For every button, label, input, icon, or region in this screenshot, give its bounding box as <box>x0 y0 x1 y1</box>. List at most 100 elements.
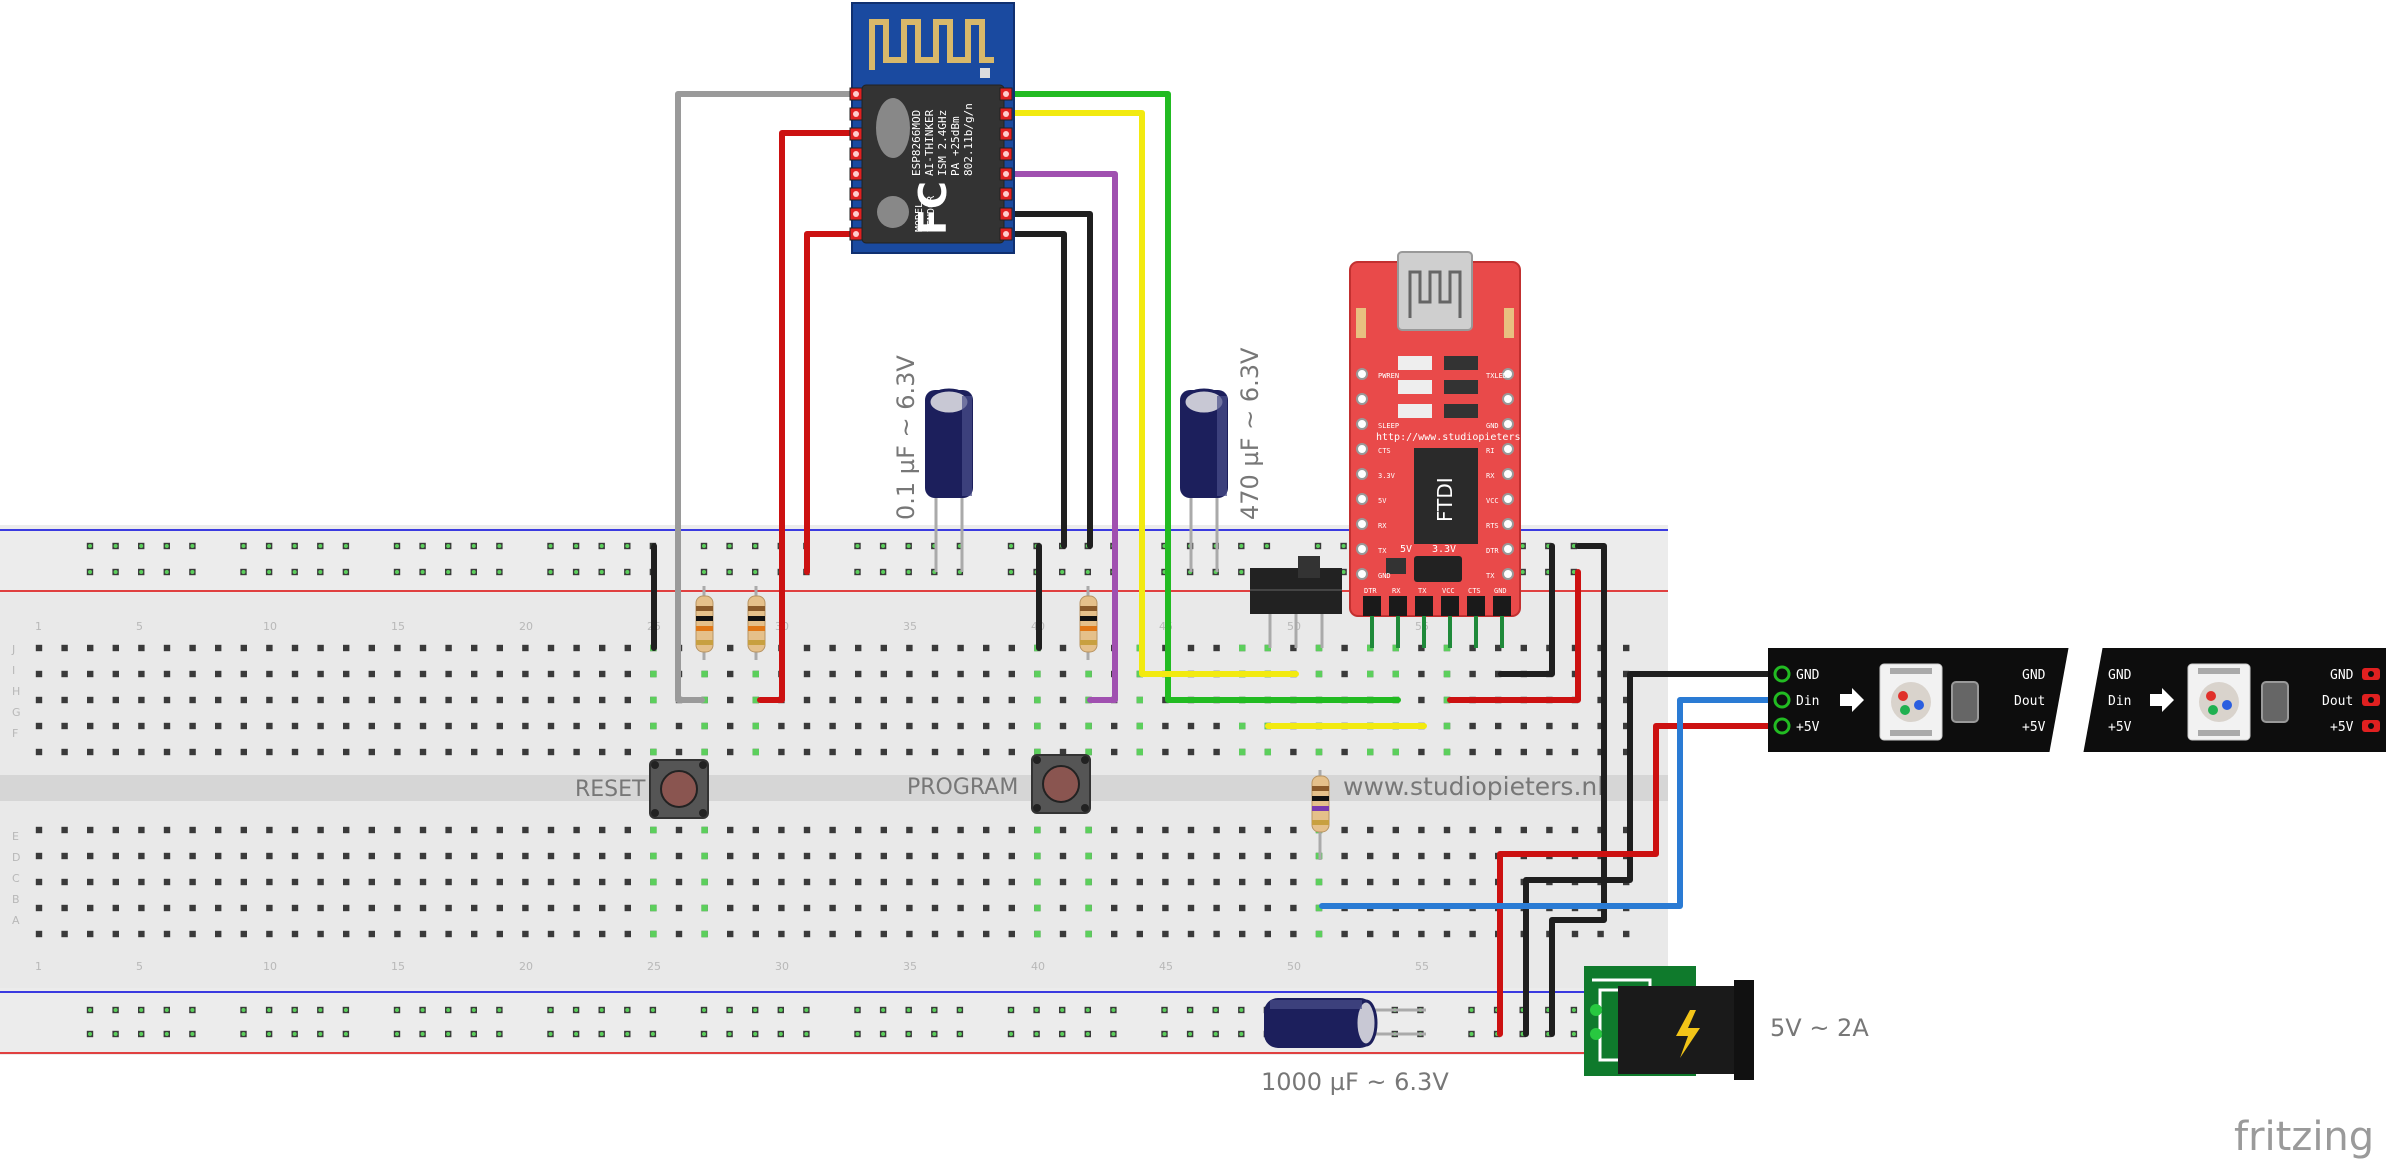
reset-button[interactable] <box>649 759 709 819</box>
col-number: 20 <box>519 620 533 633</box>
col-number: 1 <box>35 620 42 633</box>
rail-hole-highlight <box>292 1008 297 1012</box>
ftdi-pin-label: RX <box>1486 472 1495 480</box>
rail-hole-highlight <box>625 570 630 574</box>
breadboard-hole <box>87 852 94 860</box>
breadboard-hole <box>855 670 862 678</box>
breadboard-hole <box>1469 644 1476 652</box>
breadboard-hole <box>87 696 94 704</box>
breadboard-hole <box>701 930 708 938</box>
breadboard-hole <box>727 904 734 912</box>
breadboard-hole <box>343 748 350 756</box>
breadboard-hole <box>931 930 939 938</box>
breadboard-hole <box>419 852 427 860</box>
breadboard-hole <box>727 930 734 938</box>
resistor-smd <box>1951 681 1979 723</box>
breadboard-hole <box>1034 670 1041 678</box>
breadboard-hole <box>675 878 683 886</box>
breadboard-hole <box>317 930 324 938</box>
breadboard-hole <box>471 826 478 834</box>
breadboard-hole <box>1443 722 1451 730</box>
row-letter: F <box>12 727 18 740</box>
breadboard-hole <box>1392 852 1399 860</box>
breadboard-hole <box>138 696 145 704</box>
breadboard-hole <box>61 878 68 886</box>
breadboard-hole <box>573 670 580 678</box>
breadboard-hole <box>189 852 196 860</box>
breadboard-hole <box>573 852 580 860</box>
ftdi-pin-label: 5V <box>1378 497 1387 505</box>
rail-hole-highlight <box>855 570 860 574</box>
rail-hole-highlight <box>855 1008 860 1012</box>
breadboard-hole <box>1290 930 1297 938</box>
breadboard-hole <box>368 644 375 652</box>
arrow-icon <box>1840 688 1864 712</box>
breadboard-hole <box>1008 670 1015 678</box>
breadboard-hole <box>1213 878 1220 886</box>
breadboard-hole <box>343 722 350 730</box>
ftdi-side-pin <box>1356 368 1368 380</box>
breadboard-hole <box>803 670 811 678</box>
rail-hole-highlight <box>548 1032 553 1036</box>
breadboard-hole <box>1085 826 1092 834</box>
breadboard-hole <box>1213 826 1220 834</box>
wire-green <box>1003 91 1401 703</box>
breadboard-hole <box>855 852 862 860</box>
breadboard-hole <box>1443 826 1451 834</box>
rail-hole-highlight <box>804 1032 809 1036</box>
row-letter: G <box>12 706 21 719</box>
ftdi-chip <box>1414 448 1478 544</box>
breadboard-hole <box>35 748 43 756</box>
breadboard-hole <box>138 878 145 886</box>
breadboard-hole <box>471 930 478 938</box>
breadboard-hole <box>266 878 273 886</box>
breadboard-hole <box>778 878 785 886</box>
breadboard-hole <box>215 696 222 704</box>
ftdi-side-pin <box>1356 468 1368 480</box>
breadboard-hole <box>1571 826 1579 834</box>
wire-red-ftdi <box>1447 569 1581 703</box>
breadboard-hole <box>855 696 862 704</box>
rail-hole-highlight <box>1469 1032 1474 1036</box>
ftdi-pin-label: CTS <box>1378 447 1391 455</box>
breadboard-hole <box>471 878 478 886</box>
breadboard-hole <box>61 852 68 860</box>
breadboard-hole <box>1546 748 1553 756</box>
program-button[interactable] <box>1031 754 1091 814</box>
ftdi-pin-label: TX <box>1378 547 1387 555</box>
wire-red-strip <box>1497 723 1785 1037</box>
breadboard-hole <box>61 904 68 912</box>
esp-vendor-label: VENDOR <box>926 195 937 232</box>
breadboard-hole <box>1008 696 1015 704</box>
rail-hole-highlight <box>1213 1008 1218 1012</box>
strip-pin-label: Dout <box>2014 694 2045 709</box>
rail-hole-highlight <box>1060 1032 1065 1036</box>
breadboard-hole <box>931 722 939 730</box>
breadboard-hole <box>1008 904 1015 912</box>
ftdi-pin-label: RX <box>1392 587 1401 595</box>
breadboard-hole <box>957 904 964 912</box>
breadboard-hole <box>1418 878 1425 886</box>
breadboard-hole <box>112 670 119 678</box>
rail-hole-highlight <box>292 570 297 574</box>
wire-blue-strip <box>1319 697 1785 909</box>
strip-pin-label: GND <box>2108 668 2132 683</box>
rail-hole-highlight <box>241 544 246 548</box>
rail-hole-highlight <box>778 1032 783 1036</box>
rail-hole-highlight <box>164 544 169 548</box>
breadboard-hole <box>1264 852 1271 860</box>
breadboard-hole <box>880 826 887 834</box>
ftdi-pin-label: DTR <box>1364 587 1377 595</box>
switch-knob[interactable] <box>1298 556 1320 578</box>
ftdi-header-housing <box>1493 596 1511 616</box>
breadboard-hole <box>1162 748 1169 756</box>
breadboard-hole <box>1571 930 1579 938</box>
esp-text-3: ISM 2.4GHz <box>936 110 949 176</box>
center-channel <box>0 775 1668 801</box>
breadboard-hole <box>496 696 503 704</box>
col-number: 5 <box>136 960 143 973</box>
rail-hole-highlight <box>318 570 323 574</box>
breadboard-hole <box>215 748 222 756</box>
breadboard-hole <box>1213 644 1220 652</box>
slide-switch[interactable] <box>1250 556 1342 648</box>
